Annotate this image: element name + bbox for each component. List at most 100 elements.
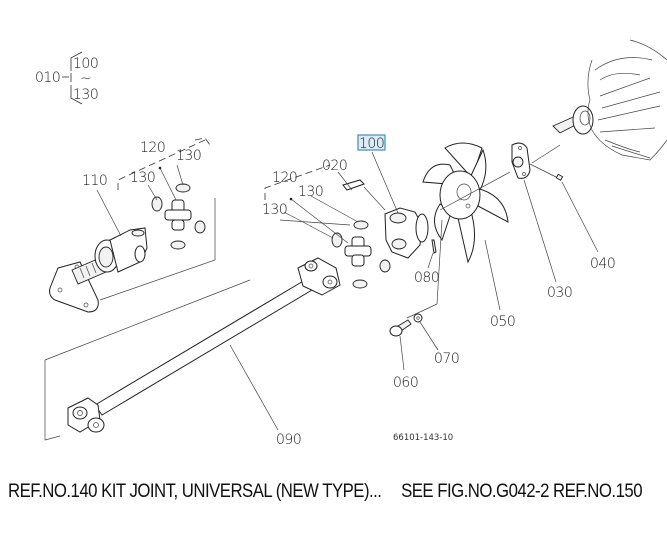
right-joint-group: [264, 164, 391, 289]
fan-hub-plate: [439, 170, 481, 220]
flange-hole: [522, 172, 526, 176]
part-label-120-right[interactable]: 120: [272, 170, 298, 186]
part-label-090[interactable]: 090: [276, 432, 302, 448]
kit-bracket-left-end: [194, 137, 211, 146]
part-label-020[interactable]: 020: [322, 158, 348, 174]
bearing-cap-130: [151, 196, 163, 212]
spline-line: [79, 267, 85, 279]
part-label-100[interactable]: 100: [359, 136, 385, 152]
range-separator: ~: [80, 71, 91, 87]
mounting-plate: [49, 261, 99, 313]
footer-note: REF.NO.140 KIT JOINT, UNIVERSAL (NEW TYP…: [8, 480, 643, 503]
leader-130-b: [147, 184, 158, 201]
housing-outline: [587, 59, 667, 161]
spline-line: [85, 265, 91, 277]
leader-130-right-b: [283, 211, 334, 239]
shaft-upper-yoke-ear: [304, 260, 318, 272]
bearing-cap-130: [352, 279, 368, 289]
plug-axis: [529, 163, 557, 178]
plug-040-body: [555, 173, 564, 181]
assembly-axis: [531, 144, 561, 164]
leader-120-left: [159, 167, 177, 201]
fan-blade: [444, 142, 483, 179]
assembly-ref-label: 010: [35, 70, 60, 86]
yoke-hole: [327, 279, 333, 285]
pin-020: [342, 179, 365, 191]
group-frame-right: [279, 219, 351, 226]
engine-housing: [552, 39, 667, 161]
cotter-pin-080: [431, 239, 437, 254]
pin-axis-line: [363, 186, 386, 211]
part-label-050[interactable]: 050: [490, 314, 516, 330]
part-label-130-left-b[interactable]: 130: [130, 170, 156, 186]
housing-outline-top: [629, 39, 667, 61]
yoke-100-flange: [415, 213, 429, 243]
leader-080: [427, 252, 434, 269]
yoke-100-hole: [389, 212, 407, 224]
left-joint-group: [49, 137, 216, 313]
bolt-washer-group: [389, 313, 439, 371]
leader-060: [399, 335, 405, 371]
assembly-axis: [439, 171, 511, 211]
washer-070: [413, 313, 423, 323]
flange-030: [511, 142, 557, 283]
fan-blade: [475, 187, 509, 223]
bolt-axis: [406, 303, 438, 319]
yoke-hole: [77, 410, 83, 416]
group-frame-shaft: [44, 360, 61, 441]
flange-hole: [518, 146, 522, 150]
leader-110: [96, 189, 122, 237]
group-frame-left: [99, 198, 216, 301]
yoke-hole: [308, 263, 314, 269]
yoke-110-bore: [98, 246, 114, 268]
leader-130-a: [176, 164, 184, 186]
range-start-label: 100: [73, 56, 98, 72]
leader-020: [337, 171, 353, 191]
part-label-070[interactable]: 070: [434, 351, 460, 367]
fan-hub-bore: [456, 183, 472, 201]
part-label-130-right-a[interactable]: 130: [298, 184, 324, 200]
yoke-100-hole: [391, 238, 407, 250]
drive-shaft-group: [44, 257, 341, 441]
bolt-axis: [436, 219, 443, 305]
range-end-label: 130: [73, 87, 98, 103]
shaft-lower-yoke-ear: [87, 417, 105, 433]
leader-130-right-a: [310, 195, 359, 223]
shaft-upper-yoke-ear: [322, 275, 338, 289]
part-label-130-right-b[interactable]: 130: [262, 202, 288, 218]
part-label-080[interactable]: 080: [414, 270, 440, 286]
part-label-110[interactable]: 110: [82, 173, 108, 189]
spider-cross-bottom: [351, 254, 365, 267]
part-label-060[interactable]: 060: [393, 375, 419, 391]
bearing-cap-130: [331, 232, 343, 248]
bearing-cap-130: [194, 220, 206, 234]
housing-bore: [579, 110, 591, 126]
part-label-130-left-a[interactable]: 130: [176, 148, 202, 164]
fan-hub-hole: [465, 203, 471, 209]
kit-bracket-left: [117, 139, 206, 190]
bearing-cap-130: [175, 183, 191, 193]
shaft-090-tube: [94, 279, 313, 416]
group-frame-shaft-top: [44, 279, 251, 361]
callout-brace: [70, 51, 83, 105]
part-label-120-left[interactable]: 120: [140, 140, 166, 156]
part-label-040[interactable]: 040: [590, 256, 616, 272]
spider-cross-bottom: [171, 219, 185, 231]
highlight-box: [357, 134, 386, 151]
bearing-cap-130: [353, 220, 369, 230]
yoke-110-ear: [134, 245, 146, 263]
yoke-110-ear-hole: [131, 229, 145, 237]
fan-050: [422, 142, 509, 311]
leader-120-right: [290, 198, 349, 244]
housing-ribs: [594, 57, 661, 159]
shaft-lower-yoke-ear: [72, 406, 88, 420]
part-label-030[interactable]: 030: [547, 285, 573, 301]
kit-bracket-right: [264, 164, 331, 200]
yoke-hole: [93, 422, 99, 428]
leader-100: [371, 151, 399, 214]
plate-hole: [57, 287, 63, 293]
spider-cross-body: [164, 209, 192, 221]
bearing-cap-130: [379, 259, 391, 273]
leader-050: [484, 239, 501, 311]
